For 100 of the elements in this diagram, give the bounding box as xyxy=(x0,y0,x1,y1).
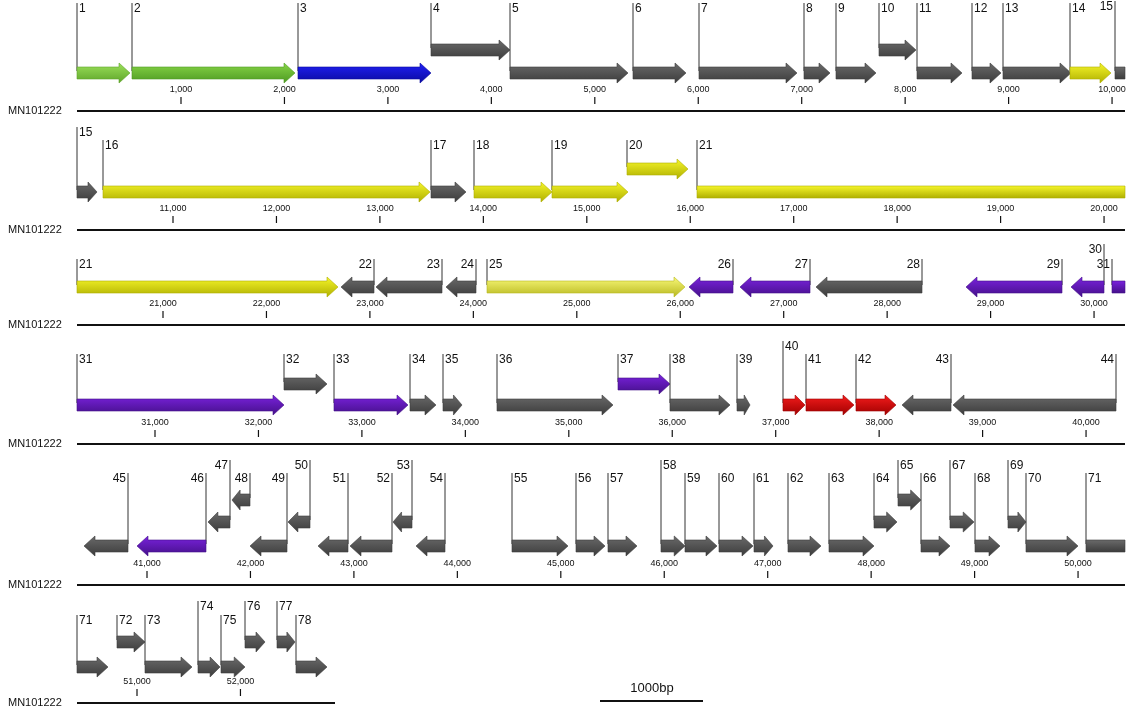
gene-feature xyxy=(1008,459,1026,532)
gene-number: 66 xyxy=(923,472,937,484)
gene-number: 77 xyxy=(279,600,293,612)
tick-label: 51,000 xyxy=(123,677,151,686)
gene-number: 42 xyxy=(858,353,872,365)
gene-feature xyxy=(376,258,442,297)
gene-number: 51 xyxy=(332,472,346,484)
tick-label: 47,000 xyxy=(753,559,782,568)
gene-feature xyxy=(77,353,284,415)
gene-feature xyxy=(1086,472,1125,556)
sequence-name: MN101222 xyxy=(8,579,62,590)
gene-feature xyxy=(917,2,962,83)
gene-number: 6 xyxy=(635,2,642,14)
gene-number: 34 xyxy=(412,353,426,365)
gene-number: 15 xyxy=(79,126,93,138)
sequence-name: MN101222 xyxy=(8,319,62,330)
gene-number: 31 xyxy=(1096,258,1110,270)
gene-number: 55 xyxy=(514,472,528,484)
gene-feature xyxy=(245,600,265,652)
gene-number: 32 xyxy=(286,353,300,365)
gene-feature xyxy=(298,2,431,83)
gene-number: 37 xyxy=(620,353,634,365)
gene-feature xyxy=(510,2,628,83)
gene-number: 41 xyxy=(808,353,822,365)
gene-feature xyxy=(487,258,685,297)
gene-feature xyxy=(350,472,392,556)
gene-number: 31 xyxy=(79,353,93,365)
gene-feature xyxy=(618,353,670,394)
gene-feature xyxy=(84,472,128,556)
gene-number: 63 xyxy=(831,472,845,484)
gene-number: 21 xyxy=(79,258,93,270)
gene-feature xyxy=(856,353,896,415)
gene-number: 67 xyxy=(952,459,966,471)
gene-number: 14 xyxy=(1072,2,1086,14)
gene-number: 68 xyxy=(977,472,991,484)
gene-feature xyxy=(1026,472,1078,556)
tick-label: 45,000 xyxy=(547,559,575,568)
tick-label: 14,000 xyxy=(469,204,498,213)
gene-feature xyxy=(836,2,876,83)
gene-number: 18 xyxy=(476,139,490,151)
gene-number: 8 xyxy=(806,2,813,14)
gene-number: 9 xyxy=(838,2,845,14)
gene-feature xyxy=(250,472,287,556)
gene-number: 65 xyxy=(900,459,914,471)
gene-number: 38 xyxy=(672,353,686,365)
gene-number: 48 xyxy=(234,472,248,484)
gene-feature xyxy=(145,614,192,677)
gene-number: 19 xyxy=(554,139,568,151)
tick-label: 30,000 xyxy=(1080,299,1108,308)
gene-feature xyxy=(393,459,412,532)
gene-feature xyxy=(627,139,688,179)
gene-number: 3 xyxy=(300,2,307,14)
sequence-name: MN101222 xyxy=(8,697,62,708)
gene-feature xyxy=(661,459,685,556)
tick-label: 16,000 xyxy=(676,204,704,213)
gene-number: 72 xyxy=(119,614,133,626)
gene-feature xyxy=(1003,2,1071,83)
gene-feature xyxy=(512,472,568,556)
gene-feature xyxy=(431,2,510,60)
gene-feature xyxy=(829,472,874,556)
gene-number: 35 xyxy=(445,353,459,365)
tick-label: 10,000 xyxy=(1098,85,1126,94)
tick-label: 43,000 xyxy=(340,559,368,568)
sequence-name: MN101222 xyxy=(8,438,62,449)
gene-feature xyxy=(670,353,730,415)
gene-number: 12 xyxy=(974,2,988,14)
gene-feature xyxy=(474,139,552,202)
gene-feature xyxy=(77,614,108,677)
gene-feature xyxy=(608,472,637,556)
gene-feature xyxy=(221,614,245,677)
gene-feature xyxy=(137,472,206,556)
tick-label: 6,000 xyxy=(687,85,710,94)
gene-number: 47 xyxy=(214,459,228,471)
tick-label: 8,000 xyxy=(893,85,917,94)
gene-feature xyxy=(77,2,130,83)
gene-number: 44 xyxy=(1100,353,1114,365)
tick-label: 24,000 xyxy=(459,299,488,308)
gene-number: 75 xyxy=(223,614,237,626)
gene-feature xyxy=(975,472,1000,556)
gene-number: 69 xyxy=(1010,459,1024,471)
gene-feature xyxy=(966,258,1062,297)
gene-feature xyxy=(898,459,921,510)
gene-feature xyxy=(879,2,916,60)
gene-feature xyxy=(103,139,430,202)
scale-label: 1000bp xyxy=(630,681,674,694)
gene-number: 36 xyxy=(499,353,513,365)
gene-feature xyxy=(902,353,951,415)
gene-number: 46 xyxy=(190,472,204,484)
gene-number: 49 xyxy=(271,472,285,484)
gene-number: 56 xyxy=(578,472,592,484)
gene-feature xyxy=(341,258,374,297)
gene-number: 39 xyxy=(739,353,753,365)
gene-number: 64 xyxy=(876,472,890,484)
gene-number: 54 xyxy=(429,472,443,484)
gene-number: 13 xyxy=(1005,2,1019,14)
gene-feature xyxy=(416,472,445,556)
gene-feature xyxy=(318,472,348,556)
gene-number: 16 xyxy=(105,139,119,151)
gene-number: 5 xyxy=(512,2,519,14)
gene-number: 11 xyxy=(919,2,932,14)
